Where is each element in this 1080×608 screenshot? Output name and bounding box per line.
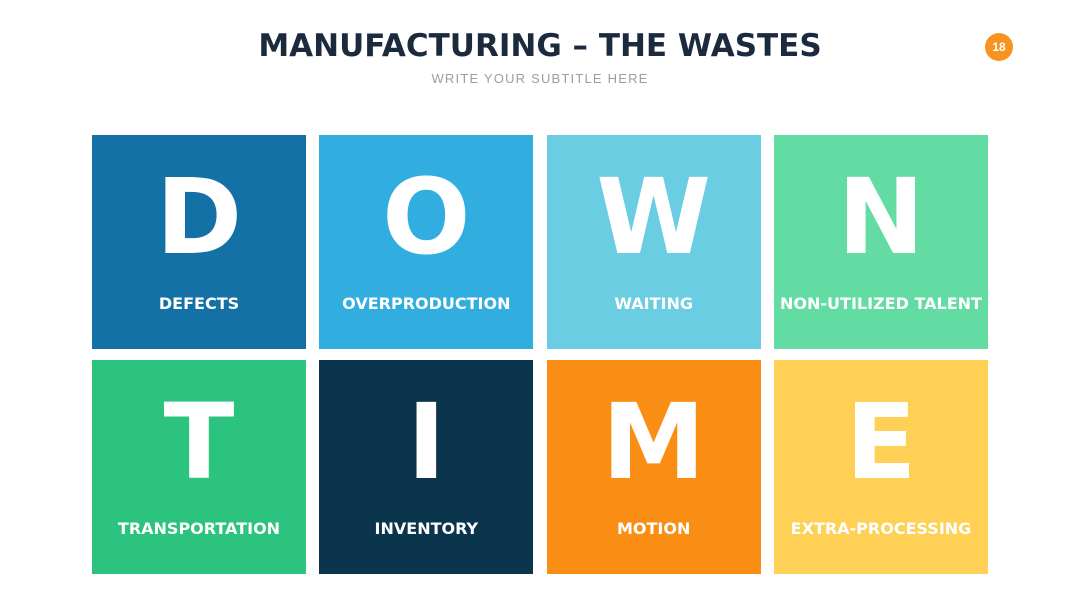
tile-label: DEFECTS bbox=[158, 293, 240, 313]
downtime-grid: D DEFECTS O OVERPRODUCTION W WAITING N N… bbox=[92, 135, 988, 574]
tile-transportation: T TRANSPORTATION bbox=[92, 360, 306, 574]
tile-letter: M bbox=[601, 381, 706, 503]
tile-inventory: I INVENTORY bbox=[319, 360, 534, 574]
tile-letter: T bbox=[163, 381, 235, 503]
tile-motion: M MOTION bbox=[546, 360, 761, 574]
tile-label: MOTION bbox=[616, 518, 691, 538]
page-subtitle: WRITE YOUR SUBTITLE HERE bbox=[431, 71, 649, 86]
tile-letter: D bbox=[155, 156, 243, 278]
tile-letter: I bbox=[406, 381, 446, 503]
tile-label: TRANSPORTATION bbox=[117, 518, 281, 538]
tile-letter: O bbox=[382, 156, 471, 278]
tile-non-utilized-talent: N NON-UTILIZED TALENT bbox=[773, 135, 988, 349]
tile-defects: D DEFECTS bbox=[92, 135, 306, 349]
tile-label: OVERPRODUCTION bbox=[342, 293, 511, 313]
tile-letter: W bbox=[596, 156, 712, 278]
tile-waiting: W WAITING bbox=[546, 135, 761, 349]
page-number-badge: 18 bbox=[985, 33, 1013, 61]
tile-label: WAITING bbox=[614, 293, 693, 313]
tile-label: NON-UTILIZED TALENT bbox=[780, 293, 982, 313]
tile-label: INVENTORY bbox=[374, 518, 479, 538]
tile-label: EXTRA-PROCESSING bbox=[790, 518, 972, 538]
tile-overproduction: O OVERPRODUCTION bbox=[319, 135, 534, 349]
page-title: MANUFACTURING – THE WASTES bbox=[258, 28, 822, 64]
tile-letter: N bbox=[837, 156, 925, 278]
tile-letter: E bbox=[845, 381, 917, 503]
tile-extra-processing: E EXTRA-PROCESSING bbox=[773, 360, 988, 574]
